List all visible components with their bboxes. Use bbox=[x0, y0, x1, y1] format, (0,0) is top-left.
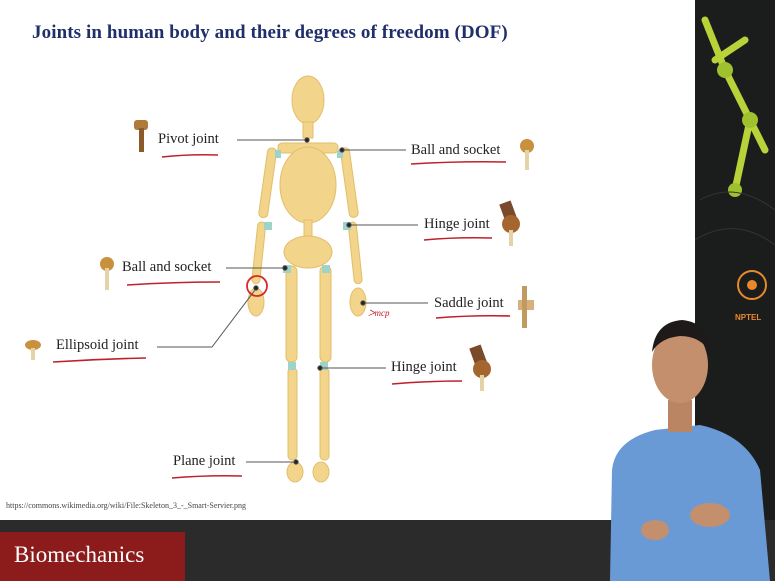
robot-arm-graphic bbox=[695, 0, 775, 581]
label-hinge-joint-elbow: Hinge joint bbox=[424, 216, 490, 233]
ball-socket-icon-left bbox=[100, 257, 114, 290]
hinge-joint-icon bbox=[499, 200, 520, 246]
label-ball-socket-shoulder: Ball and socket bbox=[411, 142, 500, 159]
label-hinge-joint-knee: Hinge joint bbox=[391, 359, 457, 376]
course-title: Biomechanics bbox=[14, 542, 144, 568]
label-ball-socket-hip: Ball and socket bbox=[122, 259, 211, 276]
nptel-label: NPTEL bbox=[735, 313, 761, 322]
handwritten-note: ᐳmcp bbox=[368, 308, 390, 319]
label-pivot-joint: Pivot joint bbox=[158, 131, 219, 148]
skeleton-illustration bbox=[248, 76, 366, 482]
label-saddle-joint: Saddle joint bbox=[434, 295, 504, 312]
skeleton-diagram bbox=[0, 0, 695, 520]
pivot-joint-icon bbox=[134, 120, 148, 152]
image-source: https://commons.wikimedia.org/wiki/File:… bbox=[6, 501, 246, 510]
handwritten-underlines bbox=[53, 155, 510, 478]
ellipsoid-joint-icon bbox=[25, 340, 41, 360]
label-plane-joint: Plane joint bbox=[173, 453, 235, 470]
robot-sidebar bbox=[695, 0, 775, 581]
label-ellipsoid-joint: Ellipsoid joint bbox=[56, 337, 139, 354]
hinge-joint-icon-knee bbox=[469, 344, 491, 391]
ball-socket-icon bbox=[520, 139, 534, 170]
slide: Joints in human body and their degrees o… bbox=[0, 0, 695, 520]
saddle-joint-icon bbox=[518, 286, 534, 328]
